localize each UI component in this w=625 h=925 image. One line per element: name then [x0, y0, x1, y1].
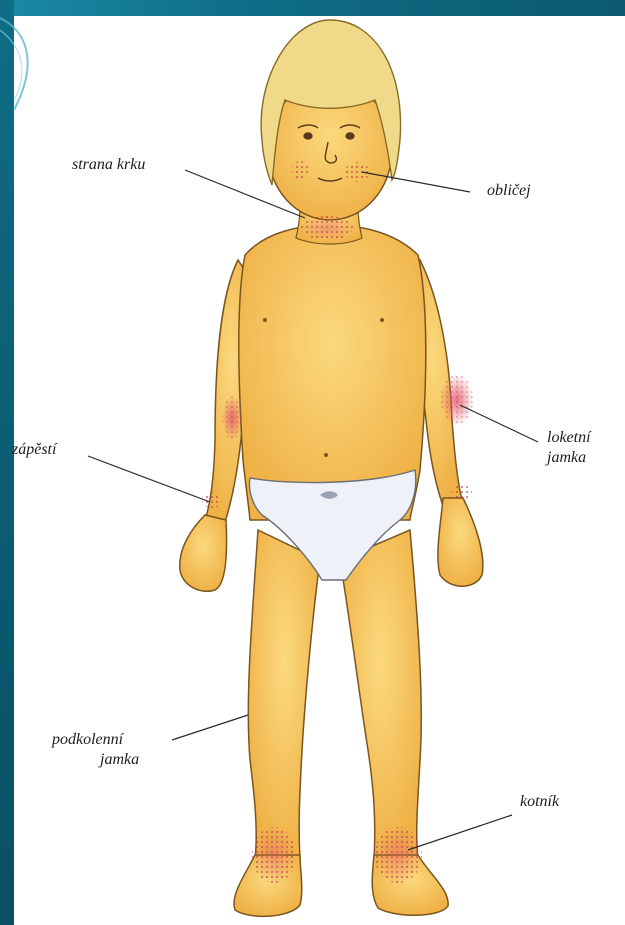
label-knee-line2: jamka — [52, 750, 139, 770]
label-wrist: zápěstí — [12, 440, 56, 460]
label-ankle: kotník — [520, 792, 559, 812]
rash-wrist-left — [202, 492, 222, 508]
rash-face-left — [292, 161, 308, 179]
label-face: obličej — [487, 181, 531, 201]
illustration-area — [14, 16, 625, 925]
label-neck: strana krku — [72, 155, 145, 175]
slide-frame-left — [0, 0, 14, 925]
rash-face-right — [345, 162, 369, 182]
rash-wrist-right — [452, 485, 472, 499]
slide-frame-top — [0, 0, 625, 16]
label-elbow-line1: loketní — [547, 428, 591, 448]
label-elbow: loketní jamka — [547, 428, 591, 468]
label-elbow-line2: jamka — [547, 448, 591, 468]
label-knee: podkolenní jamka — [52, 730, 139, 770]
label-knee-line1: podkolenní — [52, 730, 139, 750]
child-body-illustration — [14, 16, 625, 925]
